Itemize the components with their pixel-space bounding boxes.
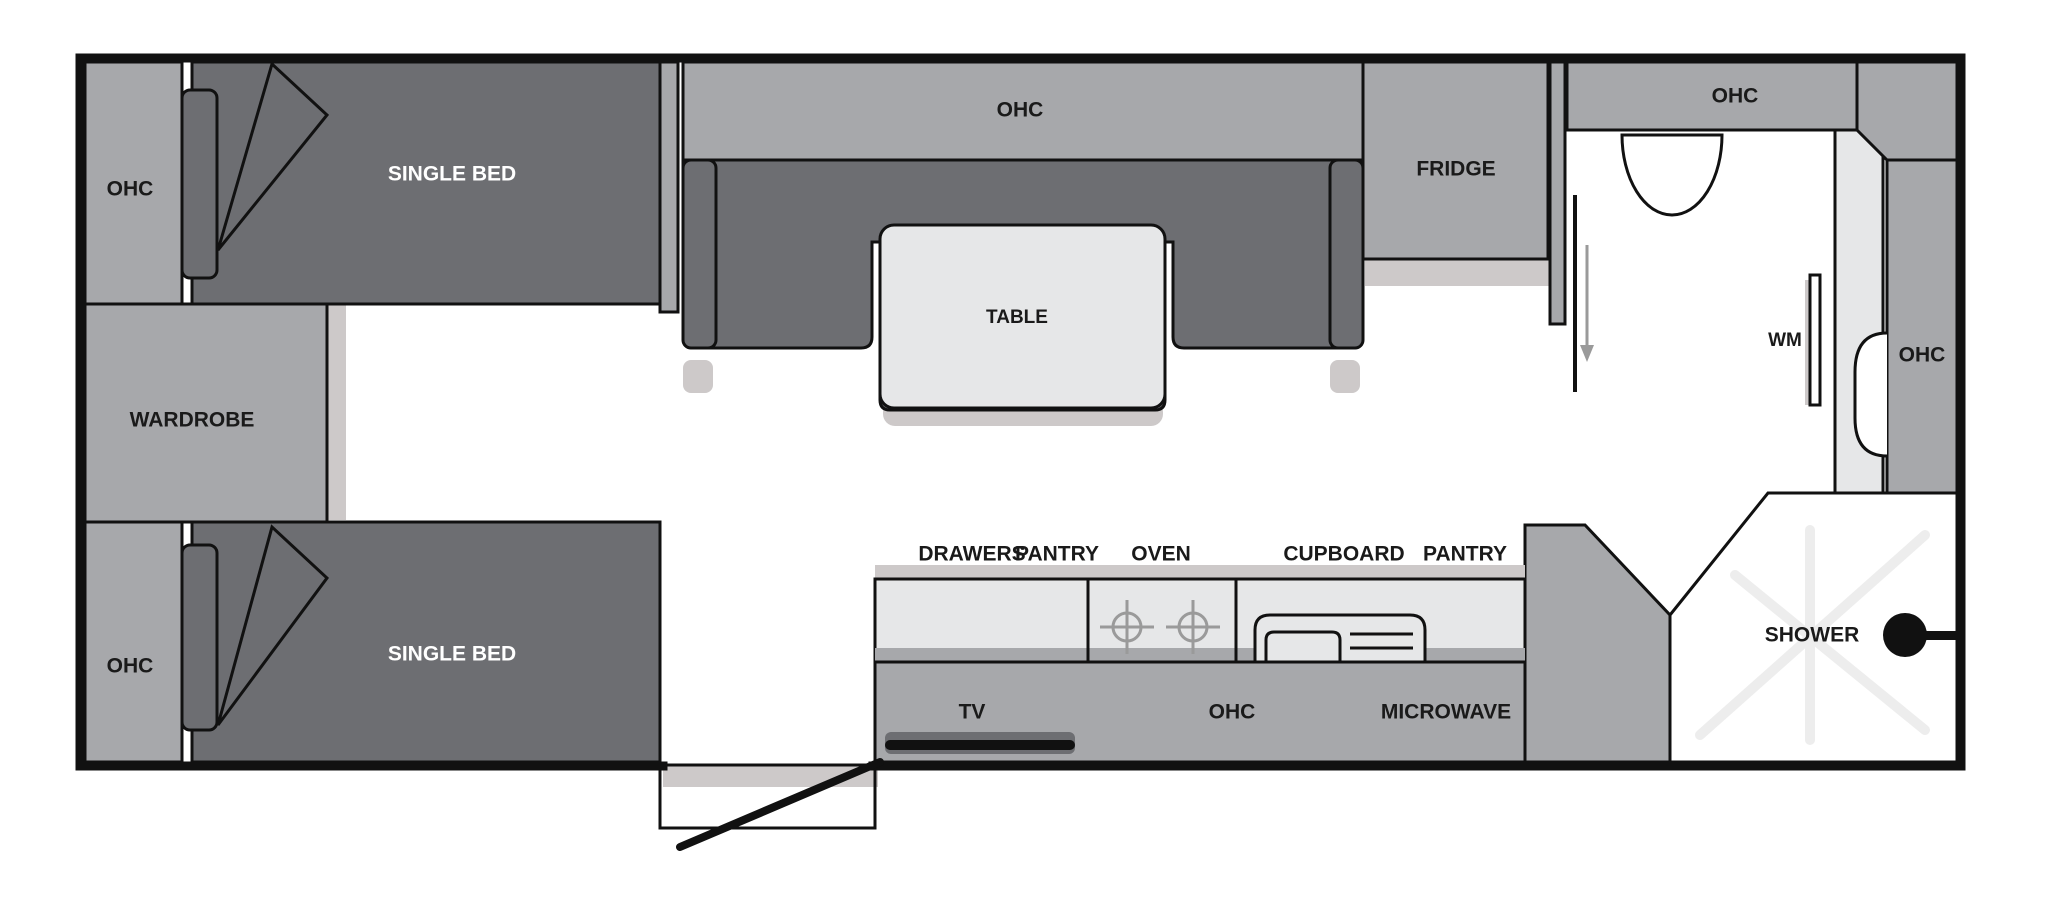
top-left-bunk: OHC SINGLE BED bbox=[83, 60, 662, 306]
outer-walls bbox=[75, 53, 1966, 771]
table-label: TABLE bbox=[986, 307, 1048, 328]
bottom-left-bunk: OHC SINGLE BED bbox=[83, 520, 662, 764]
toilet bbox=[1620, 133, 1724, 217]
shower: SHOWER bbox=[1523, 491, 1960, 764]
oven-label: OVEN bbox=[1131, 543, 1191, 566]
fridge: FRIDGE bbox=[1361, 60, 1567, 326]
wardrobe: WARDROBE bbox=[83, 302, 329, 524]
ohc-top-left-label: OHC bbox=[107, 178, 154, 201]
wardrobe-label: WARDROBE bbox=[130, 409, 255, 432]
shower-label: SHOWER bbox=[1765, 624, 1860, 647]
entry-step bbox=[658, 763, 877, 830]
stove-burners bbox=[1100, 600, 1220, 654]
bathroom: OHC OHC WM bbox=[1565, 60, 1959, 495]
dinette: OHC TABLE bbox=[658, 60, 1365, 412]
ohc-bottom-left-label: OHC bbox=[107, 655, 154, 678]
fridge-label: FRIDGE bbox=[1416, 158, 1495, 181]
pantry-left-label: PANTRY bbox=[1015, 543, 1099, 566]
pantry-right-label: PANTRY bbox=[1423, 543, 1507, 566]
bed-fold-bottom bbox=[216, 524, 330, 726]
basin bbox=[1853, 331, 1888, 458]
kitchen: DRAWERS PANTRY OVEN CUPBOARD PANTRY TV O… bbox=[873, 543, 1527, 764]
ohc-kitchen-label: OHC bbox=[1209, 701, 1256, 724]
microwave-label: MICROWAVE bbox=[1381, 701, 1511, 724]
cupboard-label: CUPBOARD bbox=[1283, 543, 1404, 566]
pillow-bottom-bunk bbox=[180, 543, 219, 732]
single-bed-top-label: SINGLE BED bbox=[388, 163, 516, 186]
wm-label: WM bbox=[1768, 330, 1802, 351]
single-bed-bottom-label: SINGLE BED bbox=[388, 643, 516, 666]
ohc-bathroom-side-label: OHC bbox=[1899, 344, 1946, 367]
washing-machine bbox=[1808, 273, 1822, 407]
door-swing bbox=[676, 758, 884, 851]
pillow-top-bunk bbox=[180, 88, 219, 280]
ohc-bathroom-label: OHC bbox=[1712, 85, 1759, 108]
drawers-label: DRAWERS bbox=[918, 543, 1025, 566]
ohc-dinette-label: OHC bbox=[997, 99, 1044, 122]
entry-door bbox=[658, 758, 884, 851]
tv-label: TV bbox=[959, 701, 986, 724]
bed-fold-top bbox=[216, 61, 330, 251]
